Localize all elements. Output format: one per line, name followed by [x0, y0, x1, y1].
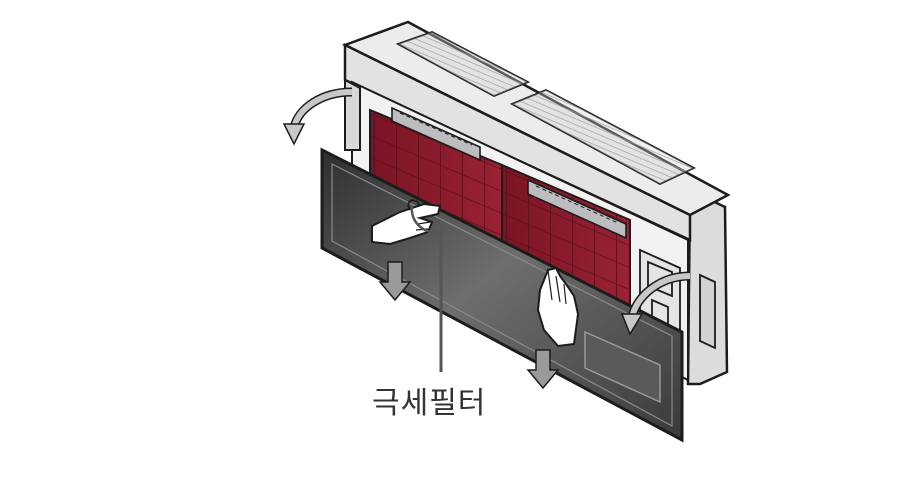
filter-callout-label: 극세필터	[372, 378, 486, 422]
rotate-arrow-left	[284, 92, 352, 144]
